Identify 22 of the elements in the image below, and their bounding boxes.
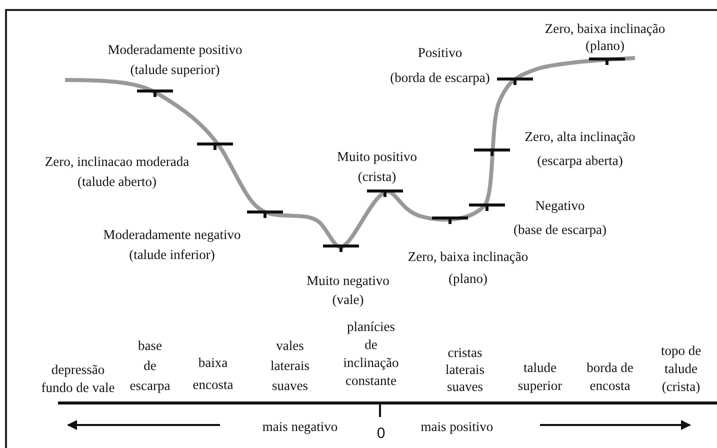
landform-label: talude superior: [518, 359, 562, 395]
curvature-label: Zero, baixa inclinação (plano): [544, 20, 666, 54]
curvature-label: Moderadamente positivo (talude superior): [108, 41, 242, 79]
landform-label: topo de talude (crista): [660, 342, 702, 396]
curvature-label: Moderadamente negativo (talude inferior): [103, 226, 241, 264]
curvature-label: Muito negativo (vale): [306, 272, 390, 309]
curvature-label: Muito positivo (crista): [337, 148, 417, 186]
axis-label: mais negativo: [262, 418, 338, 436]
axis-label: mais positivo: [420, 418, 494, 436]
landform-label: baixa encosta: [192, 354, 234, 394]
curvature-label: Positivo (borda de escarpa): [390, 44, 490, 87]
zero-label: 0: [376, 425, 386, 443]
landform-label: borda de encosta: [586, 359, 634, 395]
landform-label: depressão fundo de vale: [41, 361, 115, 397]
landform-label: base de escarpa: [130, 337, 170, 395]
curvature-label: Zero, inclinacao moderada (talude aberto): [44, 153, 190, 191]
curvature-label: Zero, baixa inclinação (plano): [408, 248, 528, 288]
curvature-label: Negativo (base de escarpa): [514, 197, 606, 239]
curvature-label: Zero, alta inclinação (escarpa aberta): [524, 128, 636, 170]
landform-label: planícies de inclinação constante: [343, 318, 399, 390]
landform-label: vales laterais suaves: [270, 337, 310, 395]
landform-label: cristas laterais suaves: [446, 344, 484, 395]
